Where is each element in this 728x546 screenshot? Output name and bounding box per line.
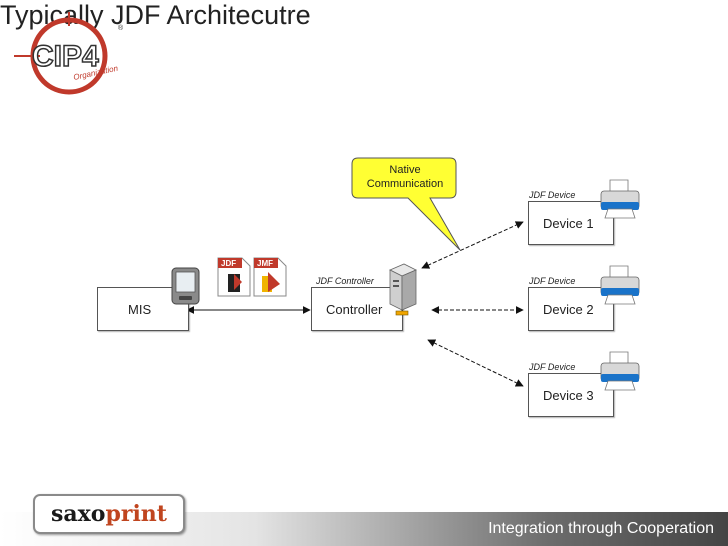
cip4-logo-text: CIP4 — [32, 40, 99, 73]
device2-label: Device 2 — [543, 301, 594, 317]
callout-text: Native Communication — [355, 163, 455, 191]
printer-icon — [600, 351, 640, 391]
controller-box: Controller — [311, 287, 403, 331]
callout-line2: Communication — [366, 178, 444, 190]
printer-icon — [600, 265, 640, 305]
saxoprint-logo-part-a: saxo — [51, 501, 106, 527]
cip4-logo: CIP4 Organization ® — [14, 12, 124, 95]
device1-label: Device 1 — [543, 215, 594, 231]
footer-tagline: Integration through Cooperation — [488, 520, 714, 537]
device1-box: Device 1 — [528, 201, 614, 245]
saxoprint-logo: saxoprint — [33, 494, 185, 534]
server-icon — [389, 263, 417, 316]
device3-box: Device 3 — [528, 373, 614, 417]
device2-box: Device 2 — [528, 287, 614, 331]
saxoprint-logo-part-b: print — [105, 501, 167, 527]
controller-device3-connector — [427, 339, 524, 387]
callout-line1: Native — [389, 164, 421, 176]
controller-device1-connector — [421, 221, 524, 269]
jmf-file-label: JMF — [257, 259, 273, 268]
jdf-file-icon: JDF — [217, 257, 251, 297]
controller-role-label: JDF Controller — [316, 276, 374, 286]
cip4-registered-mark: ® — [118, 24, 124, 32]
pda-icon — [171, 267, 200, 305]
printer-icon — [600, 179, 640, 219]
device3-role-label: JDF Device — [529, 362, 576, 372]
controller-label: Controller — [326, 301, 383, 317]
device1-role-label: JDF Device — [529, 190, 576, 200]
mis-label: MIS — [128, 301, 152, 317]
jdf-file-label: JDF — [221, 259, 236, 268]
jmf-file-icon: JMF — [253, 257, 287, 297]
device2-role-label: JDF Device — [529, 276, 576, 286]
device3-label: Device 3 — [543, 387, 594, 403]
